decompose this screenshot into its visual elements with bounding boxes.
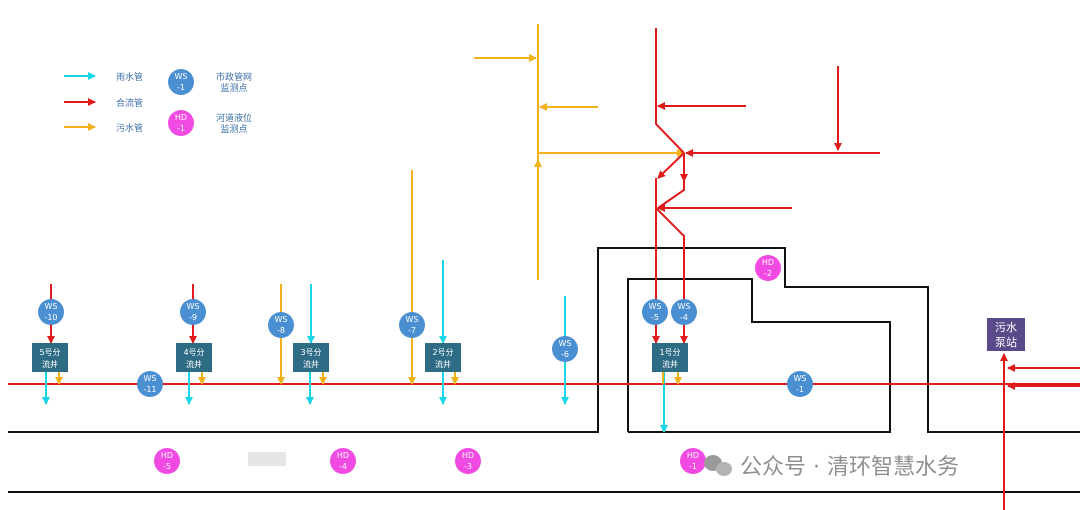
well-3-line1: 3号分 bbox=[300, 348, 321, 357]
well-3[interactable] bbox=[293, 343, 329, 372]
hd-node-1-line1: HD bbox=[687, 451, 699, 460]
legend-hd-line2: -1 bbox=[177, 124, 185, 133]
ws-node-1[interactable] bbox=[787, 371, 813, 397]
well-2-line1: 2号分 bbox=[432, 348, 453, 357]
hd-node-2-line2: -2 bbox=[764, 269, 772, 278]
combined-trunk-top bbox=[655, 28, 685, 154]
pump-inflow bbox=[1000, 353, 1080, 510]
ws-node-6-line1: WS bbox=[559, 339, 572, 348]
ws-node-10[interactable] bbox=[38, 299, 64, 325]
river-bank-upper bbox=[8, 247, 1080, 433]
well-1-line1: 1号分 bbox=[659, 348, 680, 357]
ws-node-10-line2: -10 bbox=[44, 313, 57, 322]
hd-node-5-line2: -5 bbox=[163, 462, 171, 471]
legend-hd-desc-1: 河道液位 bbox=[216, 112, 252, 124]
diversion-wells: 5号分 流井 4号分 流井 3号分 流井 2号分 流井 1号分 流井 bbox=[32, 343, 688, 372]
sewage-network-top bbox=[474, 24, 685, 280]
ws-node-6[interactable] bbox=[552, 336, 578, 362]
well-3-line2: 流井 bbox=[303, 359, 319, 369]
legend-rain-label: 雨水管 bbox=[116, 71, 143, 83]
ws-node-11[interactable] bbox=[137, 371, 163, 397]
legend-ws-desc-2: 监测点 bbox=[220, 82, 247, 94]
hd-node-4-line1: HD bbox=[337, 451, 349, 460]
ws-node-9-line2: -9 bbox=[189, 313, 197, 322]
hd-node-3-line1: HD bbox=[462, 451, 474, 460]
combined-network-top bbox=[652, 28, 880, 433]
ws-node-4[interactable] bbox=[671, 299, 697, 325]
pump-station-line2: 泵站 bbox=[995, 335, 1017, 349]
legend-ws-desc-1: 市政管网 bbox=[216, 71, 252, 83]
well-1[interactable] bbox=[652, 343, 688, 372]
river-banks bbox=[8, 247, 1080, 493]
ws-node-10-line1: WS bbox=[45, 302, 58, 311]
ws-node-9-line1: WS bbox=[187, 302, 200, 311]
hd-node-1-line2: -1 bbox=[689, 462, 697, 471]
hd-node-3-line2: -3 bbox=[464, 462, 472, 471]
ws-node-4-line2: -4 bbox=[680, 313, 688, 322]
legend-hd-line1: HD bbox=[175, 113, 187, 122]
ws-node-5[interactable] bbox=[642, 299, 668, 325]
ws-node-7-line2: -7 bbox=[408, 326, 416, 335]
ws-node-5-line2: -5 bbox=[651, 313, 659, 322]
ws-node-5-line1: WS bbox=[649, 302, 662, 311]
legend-combined-label: 合流管 bbox=[116, 97, 143, 109]
hd-node-4[interactable] bbox=[330, 448, 356, 474]
hd-node-4-line2: -4 bbox=[339, 462, 347, 471]
hd-node-5[interactable] bbox=[154, 448, 180, 474]
legend: 雨水管 合流管 污水管 WS -1 市政管网 监测点 HD -1 河道液位 监测… bbox=[64, 69, 252, 136]
combined-split-left bbox=[657, 152, 685, 179]
ws-node-4-line1: WS bbox=[678, 302, 691, 311]
hd-node-3[interactable] bbox=[455, 448, 481, 474]
ws-node-6-line2: -6 bbox=[561, 350, 569, 359]
ws-node-8-line2: -8 bbox=[277, 326, 285, 335]
ws-node-1-line2: -1 bbox=[796, 385, 804, 394]
legend-ws-line2: -1 bbox=[177, 83, 185, 92]
combined-merge-right bbox=[657, 181, 685, 209]
well-4-line1: 4号分 bbox=[183, 348, 204, 357]
hd-node-2[interactable] bbox=[755, 255, 781, 281]
well-5-line2: 流井 bbox=[42, 359, 58, 369]
ws-node-8-line1: WS bbox=[275, 315, 288, 324]
hd-node-2-line1: HD bbox=[762, 258, 774, 267]
watermark: 公众号 · 清环智慧水务 bbox=[704, 455, 959, 480]
ws-node-9[interactable] bbox=[180, 299, 206, 325]
hd-node-5-line1: HD bbox=[161, 451, 173, 460]
legend-hd-node bbox=[168, 110, 194, 136]
well-2-line2: 流井 bbox=[435, 359, 451, 369]
legend-sewage-label: 污水管 bbox=[116, 122, 143, 134]
well-4-line2: 流井 bbox=[186, 359, 202, 369]
well-1-line2: 流井 bbox=[662, 359, 678, 369]
wechat-icon bbox=[704, 455, 732, 476]
hd-node-1[interactable] bbox=[680, 448, 706, 474]
legend-ws-line1: WS bbox=[175, 72, 188, 81]
ws-node-8[interactable] bbox=[268, 312, 294, 338]
watermark-text: 公众号 · 清环智慧水务 bbox=[740, 455, 959, 480]
ws-node-1-line1: WS bbox=[794, 374, 807, 383]
ws-node-11-line2: -11 bbox=[143, 385, 156, 394]
pump-station-line1: 污水 bbox=[995, 321, 1017, 334]
redacted-patch bbox=[248, 452, 286, 466]
ws-node-7-line1: WS bbox=[406, 315, 419, 324]
well-4[interactable] bbox=[176, 343, 212, 372]
well-2[interactable] bbox=[425, 343, 461, 372]
well-5-line1: 5号分 bbox=[39, 348, 60, 357]
legend-ws-node bbox=[168, 69, 194, 95]
well-5[interactable] bbox=[32, 343, 68, 372]
ws-nodes: WS -10 WS -9 WS -8 WS -7 WS -6 WS -5 WS … bbox=[38, 299, 813, 397]
pump-station-box[interactable] bbox=[987, 318, 1025, 351]
ws-node-11-line1: WS bbox=[144, 374, 157, 383]
legend-hd-desc-2: 监测点 bbox=[220, 123, 247, 135]
hd-nodes: HD -2 HD -5 HD -4 HD -3 HD -1 bbox=[154, 255, 781, 474]
river-bank-inner bbox=[627, 278, 891, 433]
ws-node-7[interactable] bbox=[399, 312, 425, 338]
pump-station: 污水 泵站 bbox=[987, 318, 1025, 351]
